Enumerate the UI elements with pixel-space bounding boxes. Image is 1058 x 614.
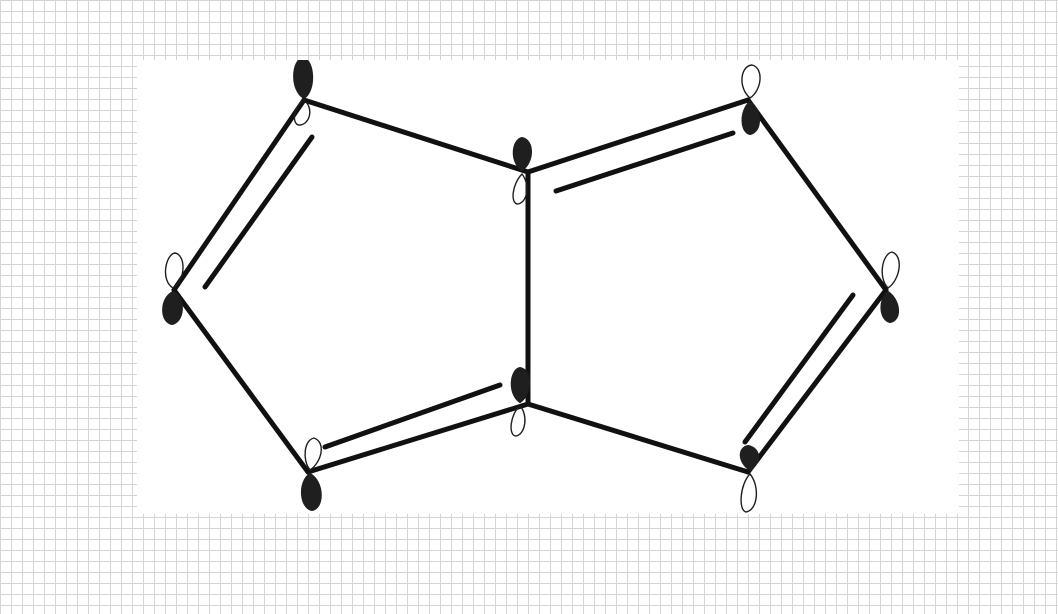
p-orbital-c6a (512, 136, 532, 205)
p-orbital-c2 (162, 252, 184, 326)
p-orbital-layer (162, 60, 900, 513)
p-orbital-c3a (510, 366, 530, 437)
bond-c6-c5 (745, 97, 889, 293)
bond-c2-c3 (171, 287, 311, 475)
p-orbital-c6 (741, 64, 761, 136)
bond-layer (171, 97, 889, 475)
p-orbital-c3 (301, 437, 322, 512)
bond-c1-c2 (171, 97, 307, 293)
p-orbital-c4 (739, 444, 759, 513)
pentalene-structure (162, 60, 900, 513)
bond-c5-c4 (745, 287, 889, 475)
bond-c4-c3a (525, 401, 751, 475)
bond-c1-c2-inner (202, 134, 315, 290)
p-orbital-c5 (880, 251, 900, 324)
drawing-canvas (137, 60, 959, 514)
bond-c5-c4-inner (742, 292, 856, 445)
bond-c6a-c6-inner (553, 130, 736, 194)
bond-c6a-c6 (525, 97, 751, 175)
p-orbital-c1 (293, 60, 314, 126)
bond-c3-c3a (305, 401, 531, 475)
bond-c1-c6a (301, 97, 531, 175)
bond-c3-c3a-inner (322, 382, 503, 450)
